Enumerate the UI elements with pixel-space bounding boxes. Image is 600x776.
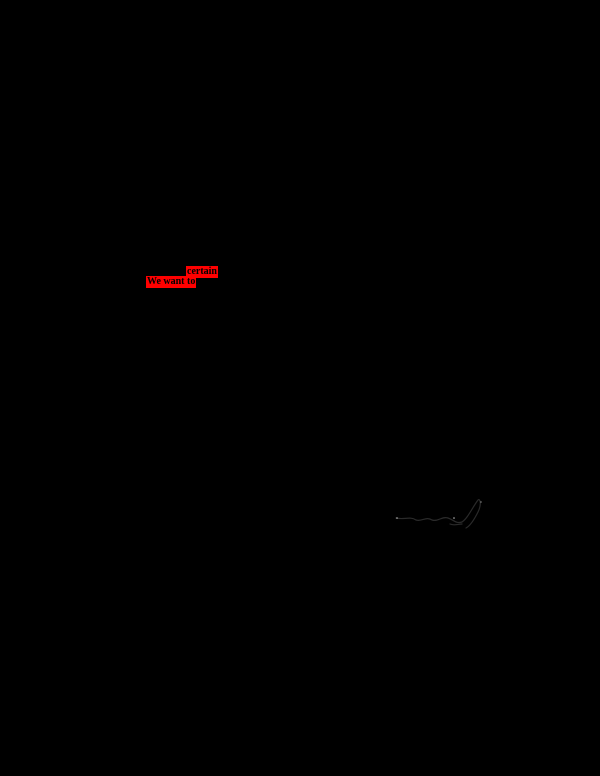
highlighted-text-we-want-to: We want to: [146, 276, 197, 288]
signature-icon: [395, 499, 482, 529]
highlighted-text-certain: certain: [186, 266, 218, 278]
